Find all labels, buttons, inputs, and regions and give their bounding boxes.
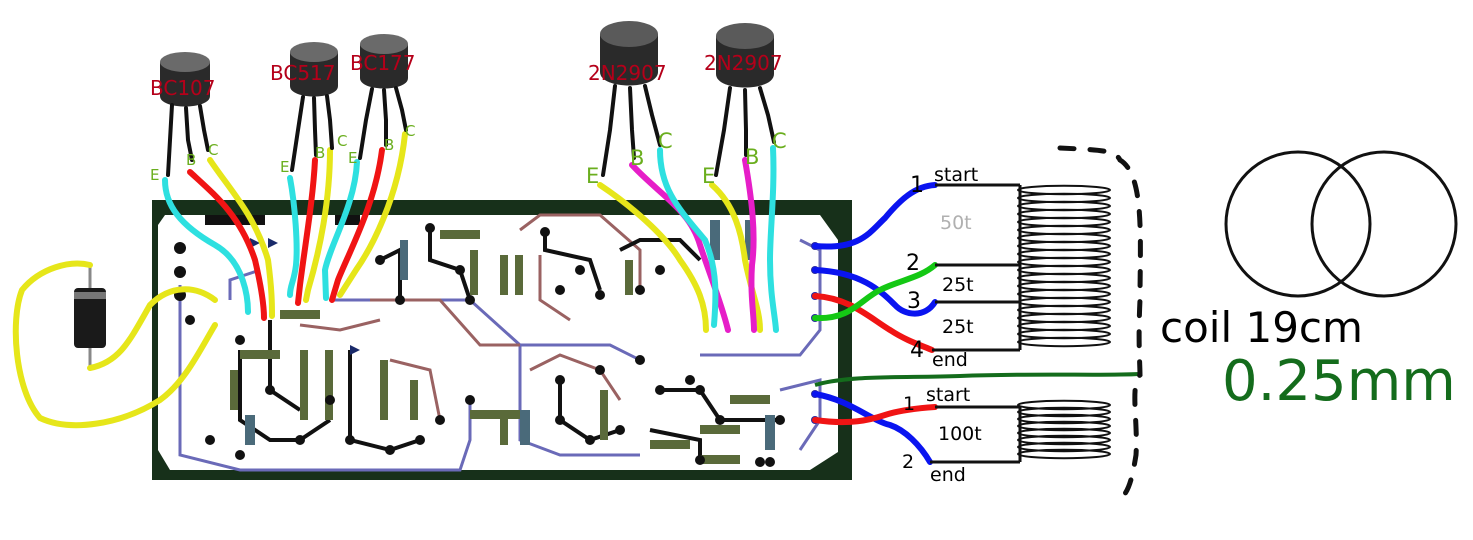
green-lead	[814, 372, 1141, 387]
wire-size-label: 0.25mm	[1222, 349, 1456, 414]
coil-winding	[1017, 399, 1111, 411]
pin-label: B	[186, 151, 196, 169]
transistor-bc517	[290, 42, 338, 172]
coil-top-tap-4: 4	[910, 338, 924, 363]
pin-label: B	[315, 144, 325, 162]
coil-top-end-label: end	[932, 349, 968, 371]
coil-top-turns-25t-a: 25t	[942, 274, 974, 296]
pin-label: C	[337, 132, 347, 150]
transistor-2n2907-2	[714, 23, 776, 177]
coil-top-windings	[1017, 184, 1111, 348]
coil-circles	[1224, 150, 1458, 298]
transistor-2n2907-1	[600, 21, 662, 177]
coil-winding	[1017, 336, 1111, 348]
coil-top-tap-3: 3	[907, 289, 921, 314]
coil-bottom-turns-100t: 100t	[938, 423, 982, 445]
coil-winding	[1017, 427, 1111, 439]
coil-winding	[1017, 441, 1111, 453]
transistor-label: BC177	[350, 51, 416, 75]
pin-label: C	[405, 122, 415, 140]
pin-label: B	[745, 145, 759, 169]
coil-winding	[1017, 420, 1111, 432]
coil-winding	[1017, 434, 1111, 446]
pin-label: C	[208, 141, 218, 159]
pin-label: E	[348, 149, 357, 167]
coil-size-label: coil 19cm	[1160, 303, 1363, 352]
coil-bottom-tap-2: 2	[902, 451, 914, 473]
pin-label: C	[658, 129, 673, 153]
coil-bottom-start-label: start	[926, 384, 970, 406]
diode	[74, 265, 106, 368]
coil-winding	[1017, 413, 1111, 425]
coil-top-turns-50t: 50t	[940, 212, 972, 234]
transistor-label: 2N2907	[588, 61, 667, 85]
coil-winding	[1017, 448, 1111, 460]
coil-bottom	[930, 399, 1111, 464]
coil-bottom-windings	[1017, 399, 1111, 460]
coil-bottom-end-label: end	[930, 464, 966, 486]
coil-top-tap-2: 2	[906, 251, 920, 276]
pin-label: C	[772, 129, 787, 153]
pin-label: E	[586, 164, 599, 188]
pin-label: B	[630, 146, 644, 170]
transistor-bc107	[160, 52, 210, 177]
diode-wires	[12, 260, 218, 429]
coil-bottom-tap-1: 1	[903, 393, 915, 415]
coil-top-start-label: start	[934, 164, 978, 186]
coil-top-turns-25t-b: 25t	[942, 316, 974, 338]
dashed-bracket	[1057, 145, 1143, 503]
transistor-label: BC517	[270, 61, 336, 85]
transistor-bc177	[358, 34, 408, 160]
transistor-label: BC107	[150, 76, 216, 100]
coil-top	[932, 183, 1111, 352]
pin-label: B	[384, 136, 394, 154]
pin-label: E	[280, 158, 289, 176]
pin-label: E	[150, 166, 159, 184]
pin-label: E	[702, 164, 715, 188]
coil-top-tap-1: 1	[910, 173, 924, 198]
transistor-wires	[162, 131, 779, 333]
pcb-board	[152, 200, 852, 480]
transistor-label: 2N2907	[704, 51, 783, 75]
coil-winding	[1017, 406, 1111, 418]
coil-wires	[812, 182, 938, 465]
